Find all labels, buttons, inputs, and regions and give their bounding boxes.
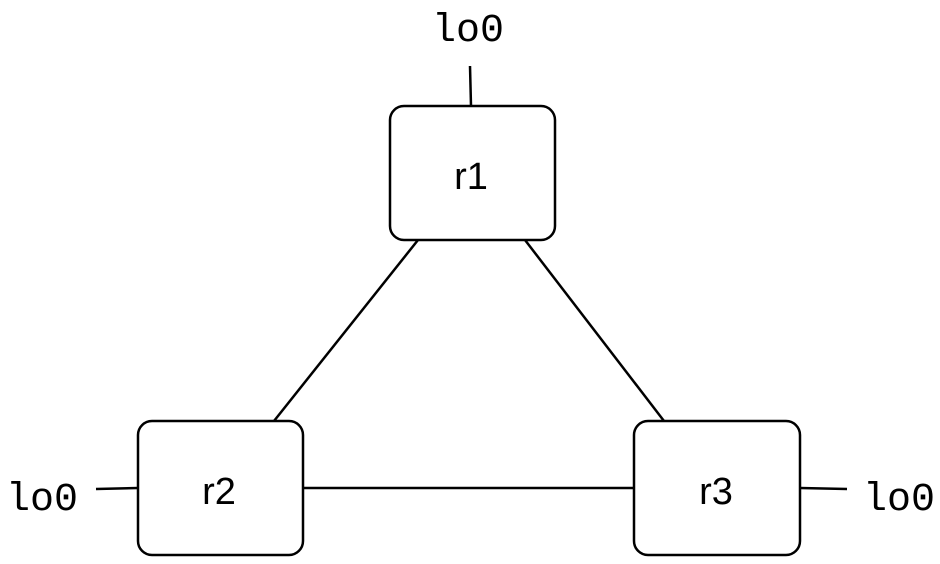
router-r3-box (632, 419, 802, 557)
router-r1: r1 (388, 104, 557, 242)
loopback-label-r3: lo0 (863, 478, 935, 523)
link-r1-r2 (273, 239, 419, 422)
router-r2-box (136, 419, 305, 557)
router-r2: r2 (136, 419, 305, 557)
router-r3-label: r3 (699, 471, 733, 513)
router-r1-label: r1 (454, 156, 488, 198)
router-r1-box (388, 104, 557, 242)
loopback-label-r1: lo0 (432, 9, 504, 54)
loopback-stub-r3 (799, 486, 848, 491)
loopback-stub-r2 (95, 486, 139, 491)
link-r1-r3 (524, 239, 665, 422)
router-r3: r3 (632, 419, 802, 557)
router-r2-label: r2 (202, 471, 236, 513)
loopback-label-r2: lo0 (6, 478, 78, 523)
loopback-stub-r1 (468, 65, 473, 107)
